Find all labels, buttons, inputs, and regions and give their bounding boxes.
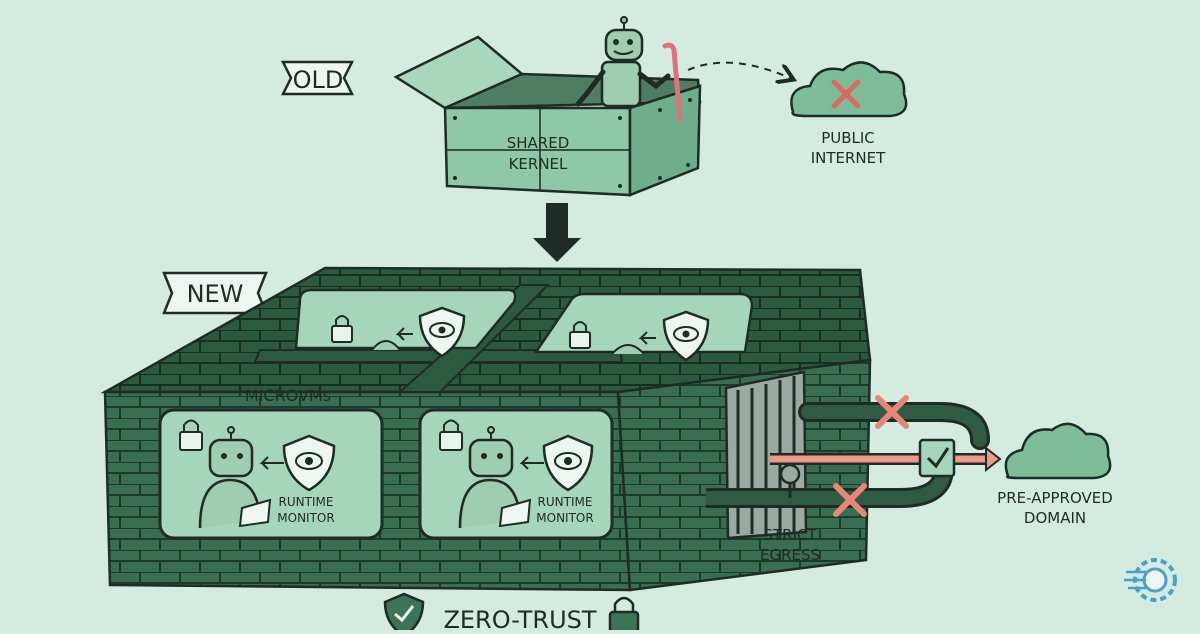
monitor-label-line2: MONITOR (277, 511, 334, 525)
old-tag: OLD (280, 60, 355, 96)
microvms-label: MICROVMs (245, 386, 331, 405)
domain-label-line2: DOMAIN (1024, 509, 1086, 527)
checkmark-valve-icon (918, 438, 956, 478)
shield-check-icon (383, 592, 425, 634)
lock-icon (569, 321, 591, 349)
public-label-line2: INTERNET (811, 149, 886, 167)
back-pod-1 (294, 288, 517, 358)
zero-trust-label: ZERO-TRUST (443, 606, 596, 630)
lock-icon (331, 315, 353, 343)
shield-eye-icon (282, 434, 336, 492)
egress-label-line1: STRICT (763, 526, 817, 544)
lock-icon (608, 596, 640, 634)
lock-icon (179, 419, 203, 451)
escaping-robot-icon (575, 16, 683, 123)
front-pod-1: RUNTIME MONITOR (158, 408, 384, 540)
escape-dashed-arrow (687, 61, 790, 78)
shared-label-line1: SHARED (507, 134, 570, 152)
lock-icon (439, 419, 463, 451)
robot-icon (198, 426, 272, 529)
back-pod-2 (533, 292, 754, 362)
robot-icon (371, 340, 401, 351)
monitor-label-line2: MONITOR (536, 511, 593, 525)
public-label-line1: PUBLIC (821, 129, 875, 147)
egress-label-line2: EGRESS (760, 546, 820, 564)
shield-eye-icon (662, 310, 710, 362)
front-pod-2: RUNTIME MONITOR (418, 408, 614, 540)
robot-icon (458, 426, 532, 529)
domain-label-line1: PRE-APPROVED (997, 489, 1113, 507)
blocked-x-mark-icon (833, 483, 867, 517)
new-label: NEW (187, 280, 244, 308)
robot-icon (611, 344, 645, 355)
gear-logo-icon (1124, 558, 1177, 602)
zero-trust-banner: ZERO-TRUST (383, 592, 640, 634)
valve-handle-icon (779, 463, 801, 498)
public-internet-cloud-icon (790, 61, 908, 118)
pre-approved-domain-cloud-icon (1004, 422, 1112, 480)
monitor-label-line1: RUNTIME (279, 495, 334, 509)
shared-kernel-box: SHARED KERNEL (393, 35, 702, 197)
shield-eye-icon (542, 434, 594, 492)
egress-pipes (706, 395, 1002, 517)
blocked-x-mark-icon (831, 79, 861, 109)
shared-label-line2: KERNEL (509, 155, 568, 173)
new-tag: NEW (162, 271, 268, 315)
monitor-label-line1: RUNTIME (538, 495, 593, 509)
shield-eye-icon (418, 306, 466, 358)
old-label: OLD (293, 66, 344, 94)
zero-trust-fortress: MICROVMs RUNTIME MONITOR (100, 266, 872, 592)
transition-down-arrow (533, 203, 581, 262)
blocked-x-mark-icon (875, 395, 909, 429)
